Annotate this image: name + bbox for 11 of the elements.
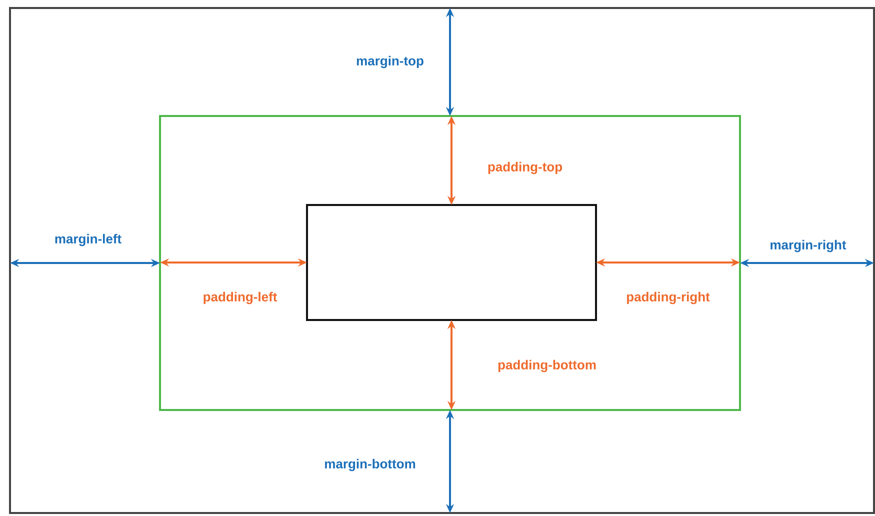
edge-label: padding-right	[625, 290, 711, 306]
edge-label: margin-left	[53, 232, 123, 248]
border-box	[159, 115, 741, 411]
edge-label: padding-top	[486, 160, 564, 176]
edge-label: margin-bottom	[323, 458, 417, 472]
edge-label: margin-top	[355, 54, 425, 70]
content-box	[306, 204, 597, 321]
outer-box	[9, 7, 875, 514]
edge-label: margin-right	[768, 238, 848, 254]
edge-label: padding-bottom	[496, 358, 598, 374]
edge-label: padding-left	[202, 290, 278, 306]
